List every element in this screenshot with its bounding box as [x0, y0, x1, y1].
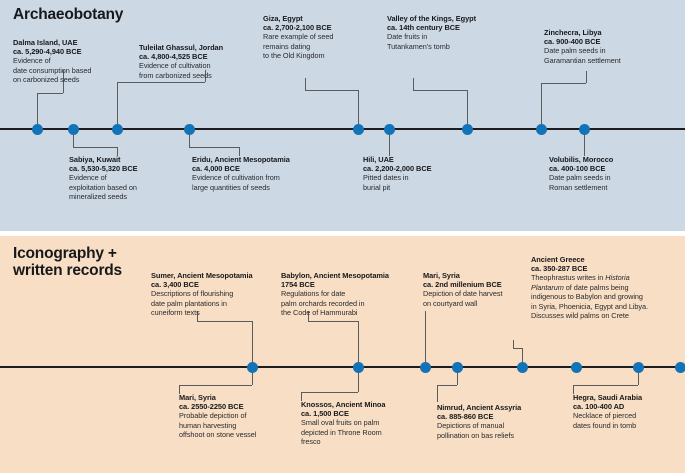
entry-body: Evidence of cultivation from carbonized …: [139, 61, 212, 80]
entry-place: Tuleilat Ghassul, Jordan: [139, 43, 224, 52]
entry-body: Evidence of cultivation from large quant…: [192, 173, 280, 192]
timeline-entry-label: Valley of the Kings, Egypt ca. 14th cent…: [387, 14, 476, 51]
section-title-iconography: Iconography + written records: [13, 245, 122, 279]
section-archaeobotany: [0, 0, 685, 231]
timeline-dot[interactable]: [516, 361, 528, 373]
entry-place: Zinchecra, Libya: [544, 28, 602, 37]
entry-place: Valley of the Kings, Egypt: [387, 14, 477, 23]
entry-body: Date palm seeds in Roman settlement: [549, 173, 611, 192]
entry-body: Date fruits in Tutankamen's tomb: [387, 32, 450, 51]
timeline-dot[interactable]: [419, 361, 431, 373]
entry-date: ca. 5,530-5,320 BCE: [69, 164, 138, 174]
entry-date: ca. 885-860 BCE: [437, 412, 494, 422]
entry-date: 1754 BCE: [281, 280, 315, 290]
entry-place: Giza, Egypt: [263, 14, 303, 23]
timeline-axis-iconography: [0, 366, 685, 368]
timeline-dot[interactable]: [674, 361, 685, 373]
entry-date: ca. 14th century BCE: [387, 23, 460, 33]
timeline-entry-label: Tuleilat Ghassul, Jordan ca. 4,800-4,525…: [139, 43, 223, 80]
entry-date: ca. 4,000 BCE: [192, 164, 240, 174]
timeline-entry-label: Ancient Greece ca. 350-287 BCE Theophras…: [531, 255, 648, 320]
timeline-dot[interactable]: [570, 361, 582, 373]
timeline-entry-label: Zinchecra, Libya ca. 900-400 BCE Date pa…: [544, 28, 621, 65]
timeline-dot[interactable]: [31, 123, 43, 135]
entry-body: Regulations for date palm orchards recor…: [281, 289, 365, 318]
timeline-dot[interactable]: [352, 361, 364, 373]
entry-date: ca. 2550-2250 BCE: [179, 402, 244, 412]
timeline-entry-label: Mari, Syria ca. 2nd millenium BCE Depict…: [423, 271, 503, 308]
entry-body: Date palm seeds in Garamantian settlemen…: [544, 46, 621, 65]
entry-place: Knossos, Ancient Minoa: [301, 400, 386, 409]
entry-date: ca. 100-400 AD: [573, 402, 625, 412]
timeline-entry-label: Babylon, Ancient Mesopotamia 1754 BCE Re…: [281, 271, 389, 318]
entry-place: Hili, UAE: [363, 155, 394, 164]
timeline-entry-label: Eridu, Ancient Mesopotamia ca. 4,000 BCE…: [192, 155, 290, 192]
section-title-archaeobotany: Archaeobotany: [13, 6, 124, 23]
entry-date: ca. 5,290-4,940 BCE: [13, 47, 82, 57]
entry-body: Depiction of date harvest on courtyard w…: [423, 289, 503, 308]
timeline-entry-label: Knossos, Ancient Minoa ca. 1,500 BCE Sma…: [301, 400, 386, 447]
entry-body: Probable depiction of human harvesting o…: [179, 411, 257, 440]
entry-body: Necklace of pierced dates found in tomb: [573, 411, 637, 430]
timeline-dot[interactable]: [246, 361, 258, 373]
entry-place: Ancient Greece: [531, 255, 585, 264]
entry-body: Evidence of exploitation based on minera…: [69, 173, 137, 202]
timeline-dot[interactable]: [461, 123, 473, 135]
timeline-entry-label: Hili, UAE ca. 2,200-2,000 BCE Pitted dat…: [363, 155, 432, 192]
entry-body: Evidence of date consumption based on ca…: [13, 56, 92, 85]
entry-place: Sabiya, Kuwait: [69, 155, 121, 164]
entry-body: Small oval fruits on palm depicted in Th…: [301, 418, 382, 447]
section-iconography: [0, 236, 685, 473]
timeline-dot[interactable]: [535, 123, 547, 135]
entry-body: Descriptions of flourishing date palm pl…: [151, 289, 234, 318]
timeline-dot[interactable]: [632, 361, 644, 373]
timeline-entry-label: Dalma Island, UAE ca. 5,290-4,940 BCE Ev…: [13, 38, 91, 85]
timeline-entry-label: Volubilis, Morocco ca. 400-100 BCE Date …: [549, 155, 613, 192]
entry-date: ca. 1,500 BCE: [301, 409, 349, 419]
entry-date: ca. 2,200-2,000 BCE: [363, 164, 432, 174]
entry-place: Babylon, Ancient Mesopotamia: [281, 271, 389, 280]
entry-body: Depictions of manual pollination on bas …: [437, 421, 514, 440]
entry-body: Pitted dates in burial pit: [363, 173, 409, 192]
entry-place: Dalma Island, UAE: [13, 38, 78, 47]
entry-place: Mari, Syria: [423, 271, 460, 280]
timeline-dot[interactable]: [383, 123, 395, 135]
entry-place: Sumer, Ancient Mesopotamia: [151, 271, 253, 280]
entry-date: ca. 2nd millenium BCE: [423, 280, 502, 290]
entry-place: Eridu, Ancient Mesopotamia: [192, 155, 290, 164]
timeline-entry-label: Hegra, Saudi Arabia ca. 100-400 AD Neckl…: [573, 393, 642, 430]
timeline-entry-label: Mari, Syria ca. 2550-2250 BCE Probable d…: [179, 393, 256, 440]
timeline-entry-label: Nimrud, Ancient Assyria ca. 885-860 BCE …: [437, 403, 521, 440]
entry-place: Mari, Syria: [179, 393, 216, 402]
timeline-entry-label: Giza, Egypt ca. 2,700-2,100 BCE Rare exa…: [263, 14, 333, 61]
entry-date: ca. 3,400 BCE: [151, 280, 199, 290]
timeline-entry-label: Sumer, Ancient Mesopotamia ca. 3,400 BCE…: [151, 271, 253, 318]
entry-date: ca. 350-287 BCE: [531, 264, 588, 274]
timeline-dot[interactable]: [183, 123, 195, 135]
timeline-entry-label: Sabiya, Kuwait ca. 5,530-5,320 BCE Evide…: [69, 155, 138, 202]
timeline-dot[interactable]: [352, 123, 364, 135]
entry-place: Hegra, Saudi Arabia: [573, 393, 643, 402]
entry-place: Nimrud, Ancient Assyria: [437, 403, 522, 412]
timeline-axis-archaeobotany: [0, 128, 685, 130]
timeline-dot[interactable]: [578, 123, 590, 135]
timeline-dot[interactable]: [67, 123, 79, 135]
timeline-dot[interactable]: [111, 123, 123, 135]
entry-place: Volubilis, Morocco: [549, 155, 614, 164]
entry-date: ca. 2,700-2,100 BCE: [263, 23, 332, 33]
entry-date: ca. 400-100 BCE: [549, 164, 606, 174]
timeline-dot[interactable]: [451, 361, 463, 373]
entry-date: ca. 4,800-4,525 BCE: [139, 52, 208, 62]
entry-date: ca. 900-400 BCE: [544, 37, 601, 47]
entry-body: Rare example of seed remains dating to t…: [263, 32, 334, 61]
